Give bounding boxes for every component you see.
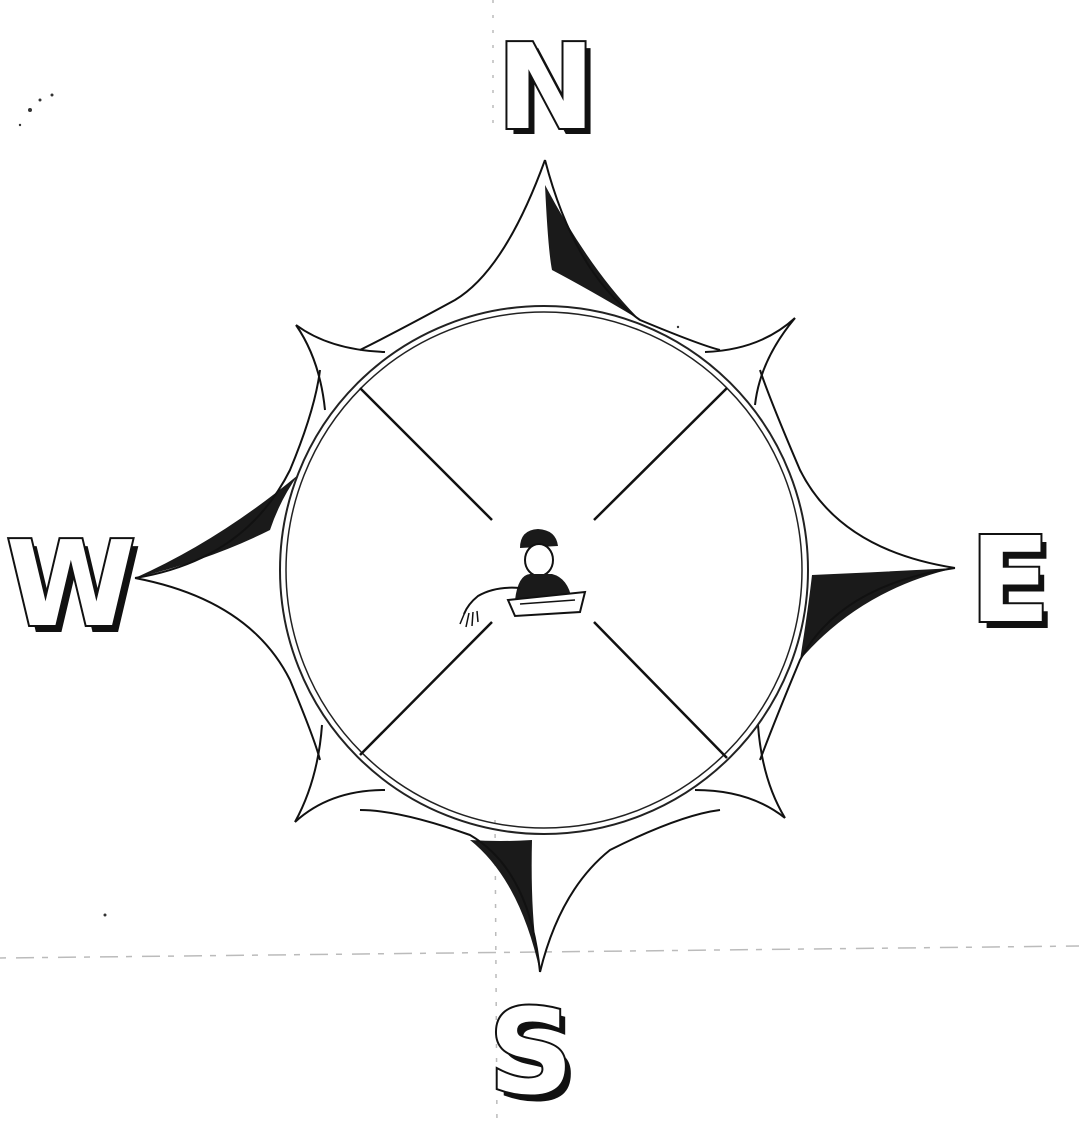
south-label: S: [489, 983, 574, 1121]
west-label: W: [6, 515, 136, 653]
cardinal-west: W W: [6, 515, 142, 660]
person-at-desk-icon: [460, 529, 585, 627]
north-label: N: [497, 18, 596, 156]
cardinal-north: N N: [497, 18, 602, 162]
cardinal-south: S S: [489, 983, 580, 1128]
cardinal-east: E E: [970, 511, 1057, 656]
east-label: E: [970, 511, 1051, 649]
